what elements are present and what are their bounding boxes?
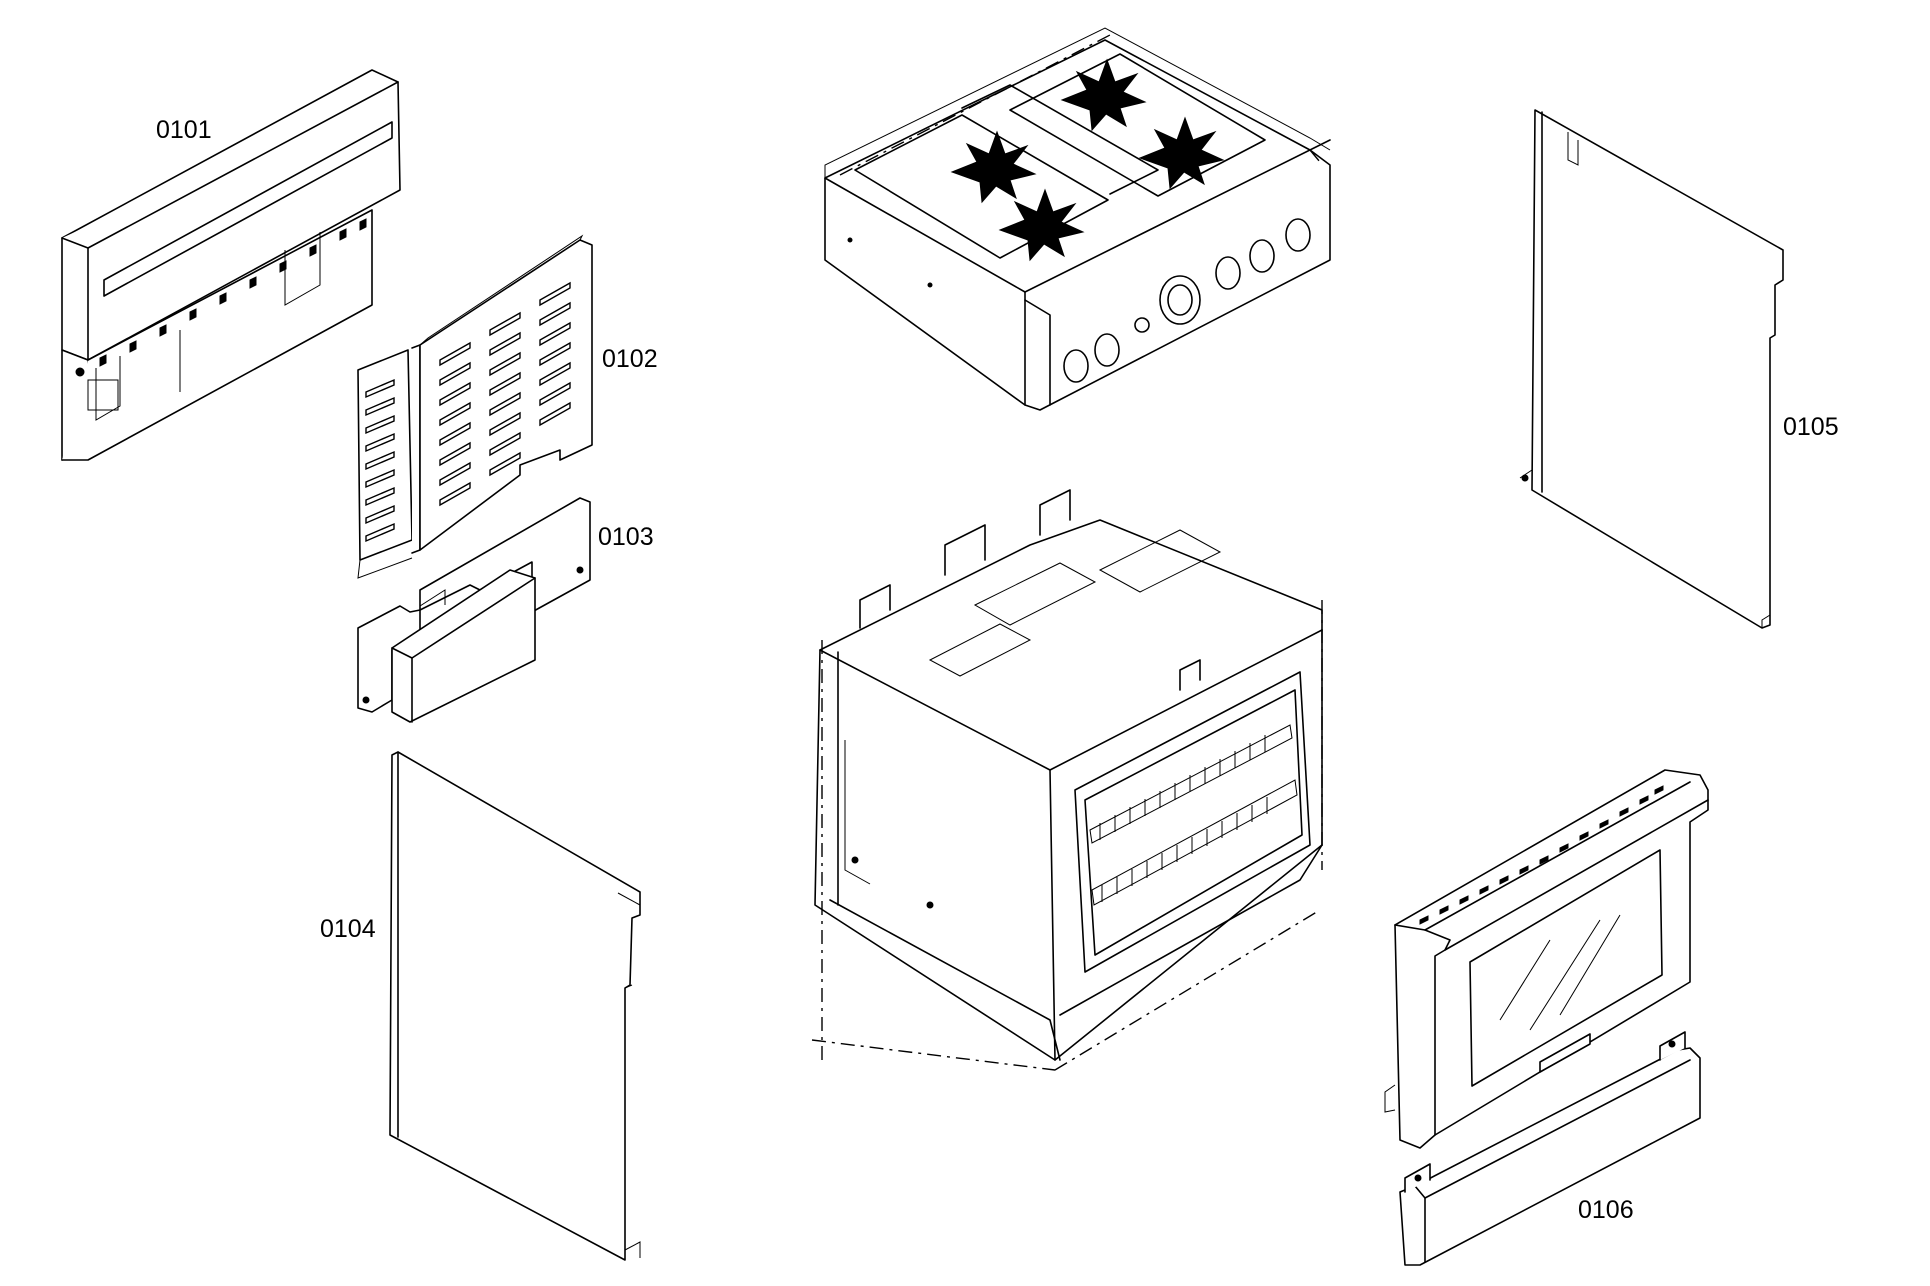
backguard-0101 [61, 69, 401, 461]
oven-cavity-assembly [811, 489, 1323, 1071]
burner-grate-3 [1060, 58, 1147, 132]
left-side-panel-0104 [389, 751, 641, 1261]
oven-door-0106 [1384, 769, 1709, 1149]
callout-0102: 0102 [602, 345, 658, 373]
callout-0103: 0103 [598, 523, 654, 551]
burner-grate-4 [1138, 116, 1225, 190]
callout-0101: 0101 [156, 116, 212, 144]
right-side-panel-0105 [1519, 109, 1784, 629]
kick-plate-0106 [1399, 1031, 1701, 1266]
oven-rack-upper [1089, 724, 1293, 844]
oven-rack-lower [1091, 779, 1298, 906]
cooktop-assembly [824, 27, 1331, 411]
control-knobs [1063, 218, 1311, 383]
rear-vent-panel-0102 [357, 234, 593, 579]
callout-0104: 0104 [320, 915, 376, 943]
callout-0105: 0105 [1783, 413, 1839, 441]
burner-grate-2 [998, 188, 1085, 262]
callout-0106: 0106 [1578, 1196, 1634, 1224]
burner-grate-1 [950, 130, 1037, 204]
lower-rear-cover-0103 [357, 497, 591, 723]
